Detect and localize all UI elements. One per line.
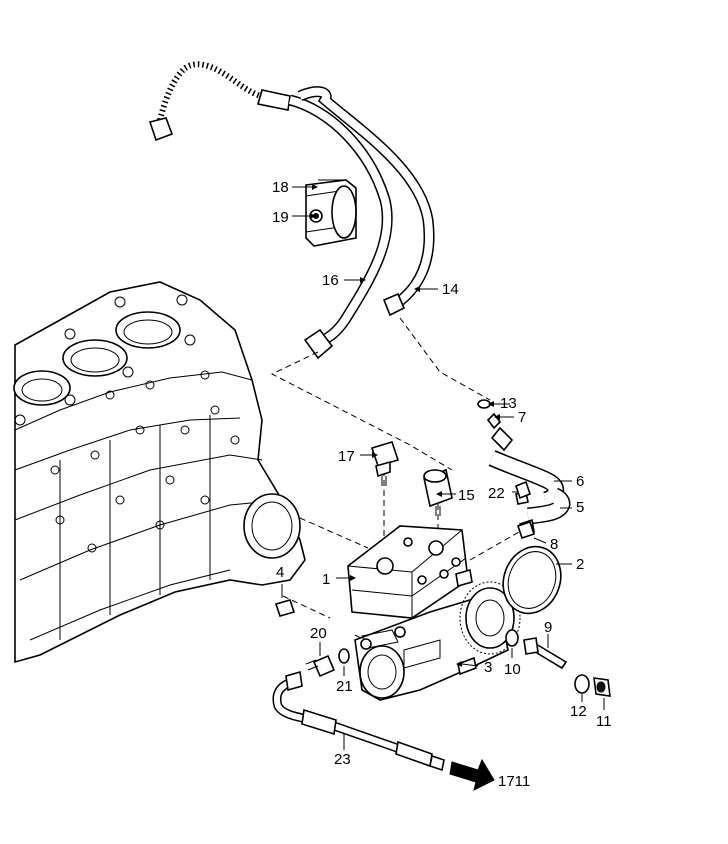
- callout-4: 4: [276, 564, 284, 581]
- callout-11: 11: [596, 713, 612, 730]
- reference-arrow: [449, 758, 495, 791]
- callout-8: 8: [550, 536, 558, 553]
- callout-23: 23: [334, 751, 351, 768]
- callout-14: 14: [442, 281, 459, 298]
- clamp-bracket: [305, 179, 357, 247]
- callout-5: 5: [576, 499, 584, 516]
- callout-1: 1: [322, 571, 330, 588]
- o-ring: [502, 545, 562, 615]
- callout-20: 20: [310, 625, 327, 642]
- callout-19: 19: [272, 209, 289, 226]
- leader-lines: [281, 184, 605, 750]
- engine-block: [13, 281, 306, 664]
- callout-15: 15: [458, 487, 475, 504]
- fitting-15: [423, 468, 453, 516]
- callout-2: 2: [576, 556, 584, 573]
- fitting-20-21: [305, 648, 350, 678]
- callout-21: 21: [336, 678, 353, 695]
- callout-6: 6: [576, 473, 584, 490]
- washer-10: [505, 629, 519, 647]
- callout-13: 13: [500, 395, 517, 412]
- reference-number: 1711: [498, 773, 530, 790]
- callout-7: 7: [518, 409, 526, 426]
- callout-18: 18: [272, 179, 289, 196]
- nut-8: [516, 520, 536, 540]
- compressor-body: [354, 581, 521, 701]
- callout-9: 9: [544, 619, 552, 636]
- fitting-17: [370, 441, 400, 486]
- bolt-9: [523, 637, 568, 670]
- plug-4: [274, 599, 296, 617]
- clip-22: [515, 480, 531, 500]
- callout-22: 22: [488, 485, 505, 502]
- coolant-elbows: [486, 412, 571, 538]
- pipe-23: [272, 670, 445, 772]
- callout-3: 3: [484, 659, 492, 676]
- callout-10: 10: [504, 661, 521, 678]
- callout-17: 17: [338, 448, 355, 465]
- hose-assembly-top: [148, 61, 435, 360]
- washer-12-nut-11: [574, 674, 611, 697]
- callout-12: 12: [570, 703, 587, 720]
- callout-labels: 18 19 16 14 13 7 17 6 22 15 5 8 2 4 1 9 …: [272, 179, 612, 790]
- callout-16: 16: [322, 272, 339, 289]
- compressor-head: [347, 525, 473, 619]
